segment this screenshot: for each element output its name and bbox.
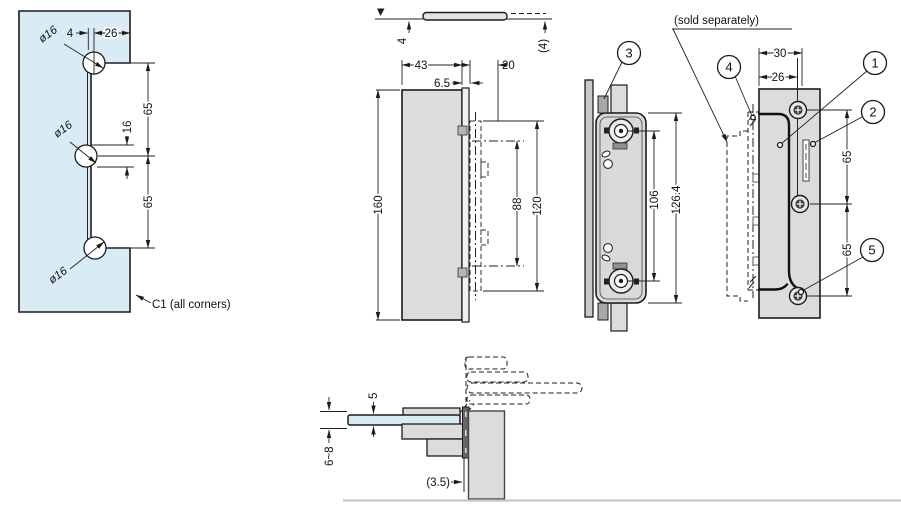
screw-top-icon (618, 128, 624, 134)
dim-pitch-bottom: 65 (143, 196, 155, 209)
dim-hole-height: 16 (122, 121, 134, 134)
dim-depth: 20 (502, 60, 515, 72)
back-view: (sold separately) (672, 15, 888, 319)
dim-plate-thickness-ref: (4) (538, 39, 550, 53)
dim-outer-span: 120 (532, 196, 544, 215)
chamfer-note: C1 (all corners) (152, 299, 231, 311)
logo-badge (802, 139, 810, 182)
dim-hole-offset: 26 (772, 72, 785, 84)
dim-lip: 6.5 (434, 78, 450, 90)
dim-back-pitch-bottom: 65 (842, 244, 854, 257)
svg-text:4: 4 (725, 60, 732, 75)
frame-section (467, 410, 506, 500)
section-view: 5 6~8 (3.5) (320, 356, 901, 502)
dim-glass-range: 6~8 (324, 446, 336, 466)
dim-body-height: 126.4 (671, 185, 683, 214)
screw-icons (788, 100, 810, 306)
screw-bottom-icon (618, 278, 624, 284)
balloon-3: 3 (603, 40, 642, 100)
section-tick (377, 8, 385, 16)
plan-view: 4 (4) (375, 8, 552, 53)
dim-clearance: (3.5) (426, 477, 450, 489)
dim-back-pitch-top: 65 (842, 151, 854, 164)
svg-text:1: 1 (871, 56, 878, 71)
balloon-2: 2 (809, 99, 886, 148)
front-view: 160 43 20 6.5 88 120 (371, 58, 546, 323)
dim-inner-span: 88 (512, 198, 524, 211)
balloon-5: 5 (797, 237, 885, 296)
side-view: 106 126.4 3 (584, 40, 685, 332)
dim-height: 160 (373, 195, 385, 214)
mating-hinge-ghost (726, 104, 761, 302)
dim-corner-width: 26 (105, 28, 118, 40)
dim-pitch-top: 65 (143, 103, 155, 116)
open-position-ghost (458, 356, 583, 419)
svg-text:3: 3 (625, 46, 632, 61)
dim-glass-thickness: 5 (368, 393, 380, 399)
balloon-4: 4 (716, 54, 756, 121)
dim-screw-pitch: 106 (649, 190, 661, 209)
dim-width: 43 (415, 60, 428, 72)
svg-text:2: 2 (869, 105, 876, 120)
dim-edge-offset: 4 (67, 28, 74, 40)
sold-separately-note: (sold separately) (674, 15, 759, 27)
dim-plate-thickness: 4 (397, 37, 409, 44)
balloon-1: 1 (776, 50, 888, 149)
glass-panel-view: 4 26 65 65 16 ø16 ø16 ø16 C1 (all corner… (18, 10, 231, 313)
svg-text:5: 5 (868, 243, 875, 258)
dim-back-width: 30 (774, 48, 787, 60)
